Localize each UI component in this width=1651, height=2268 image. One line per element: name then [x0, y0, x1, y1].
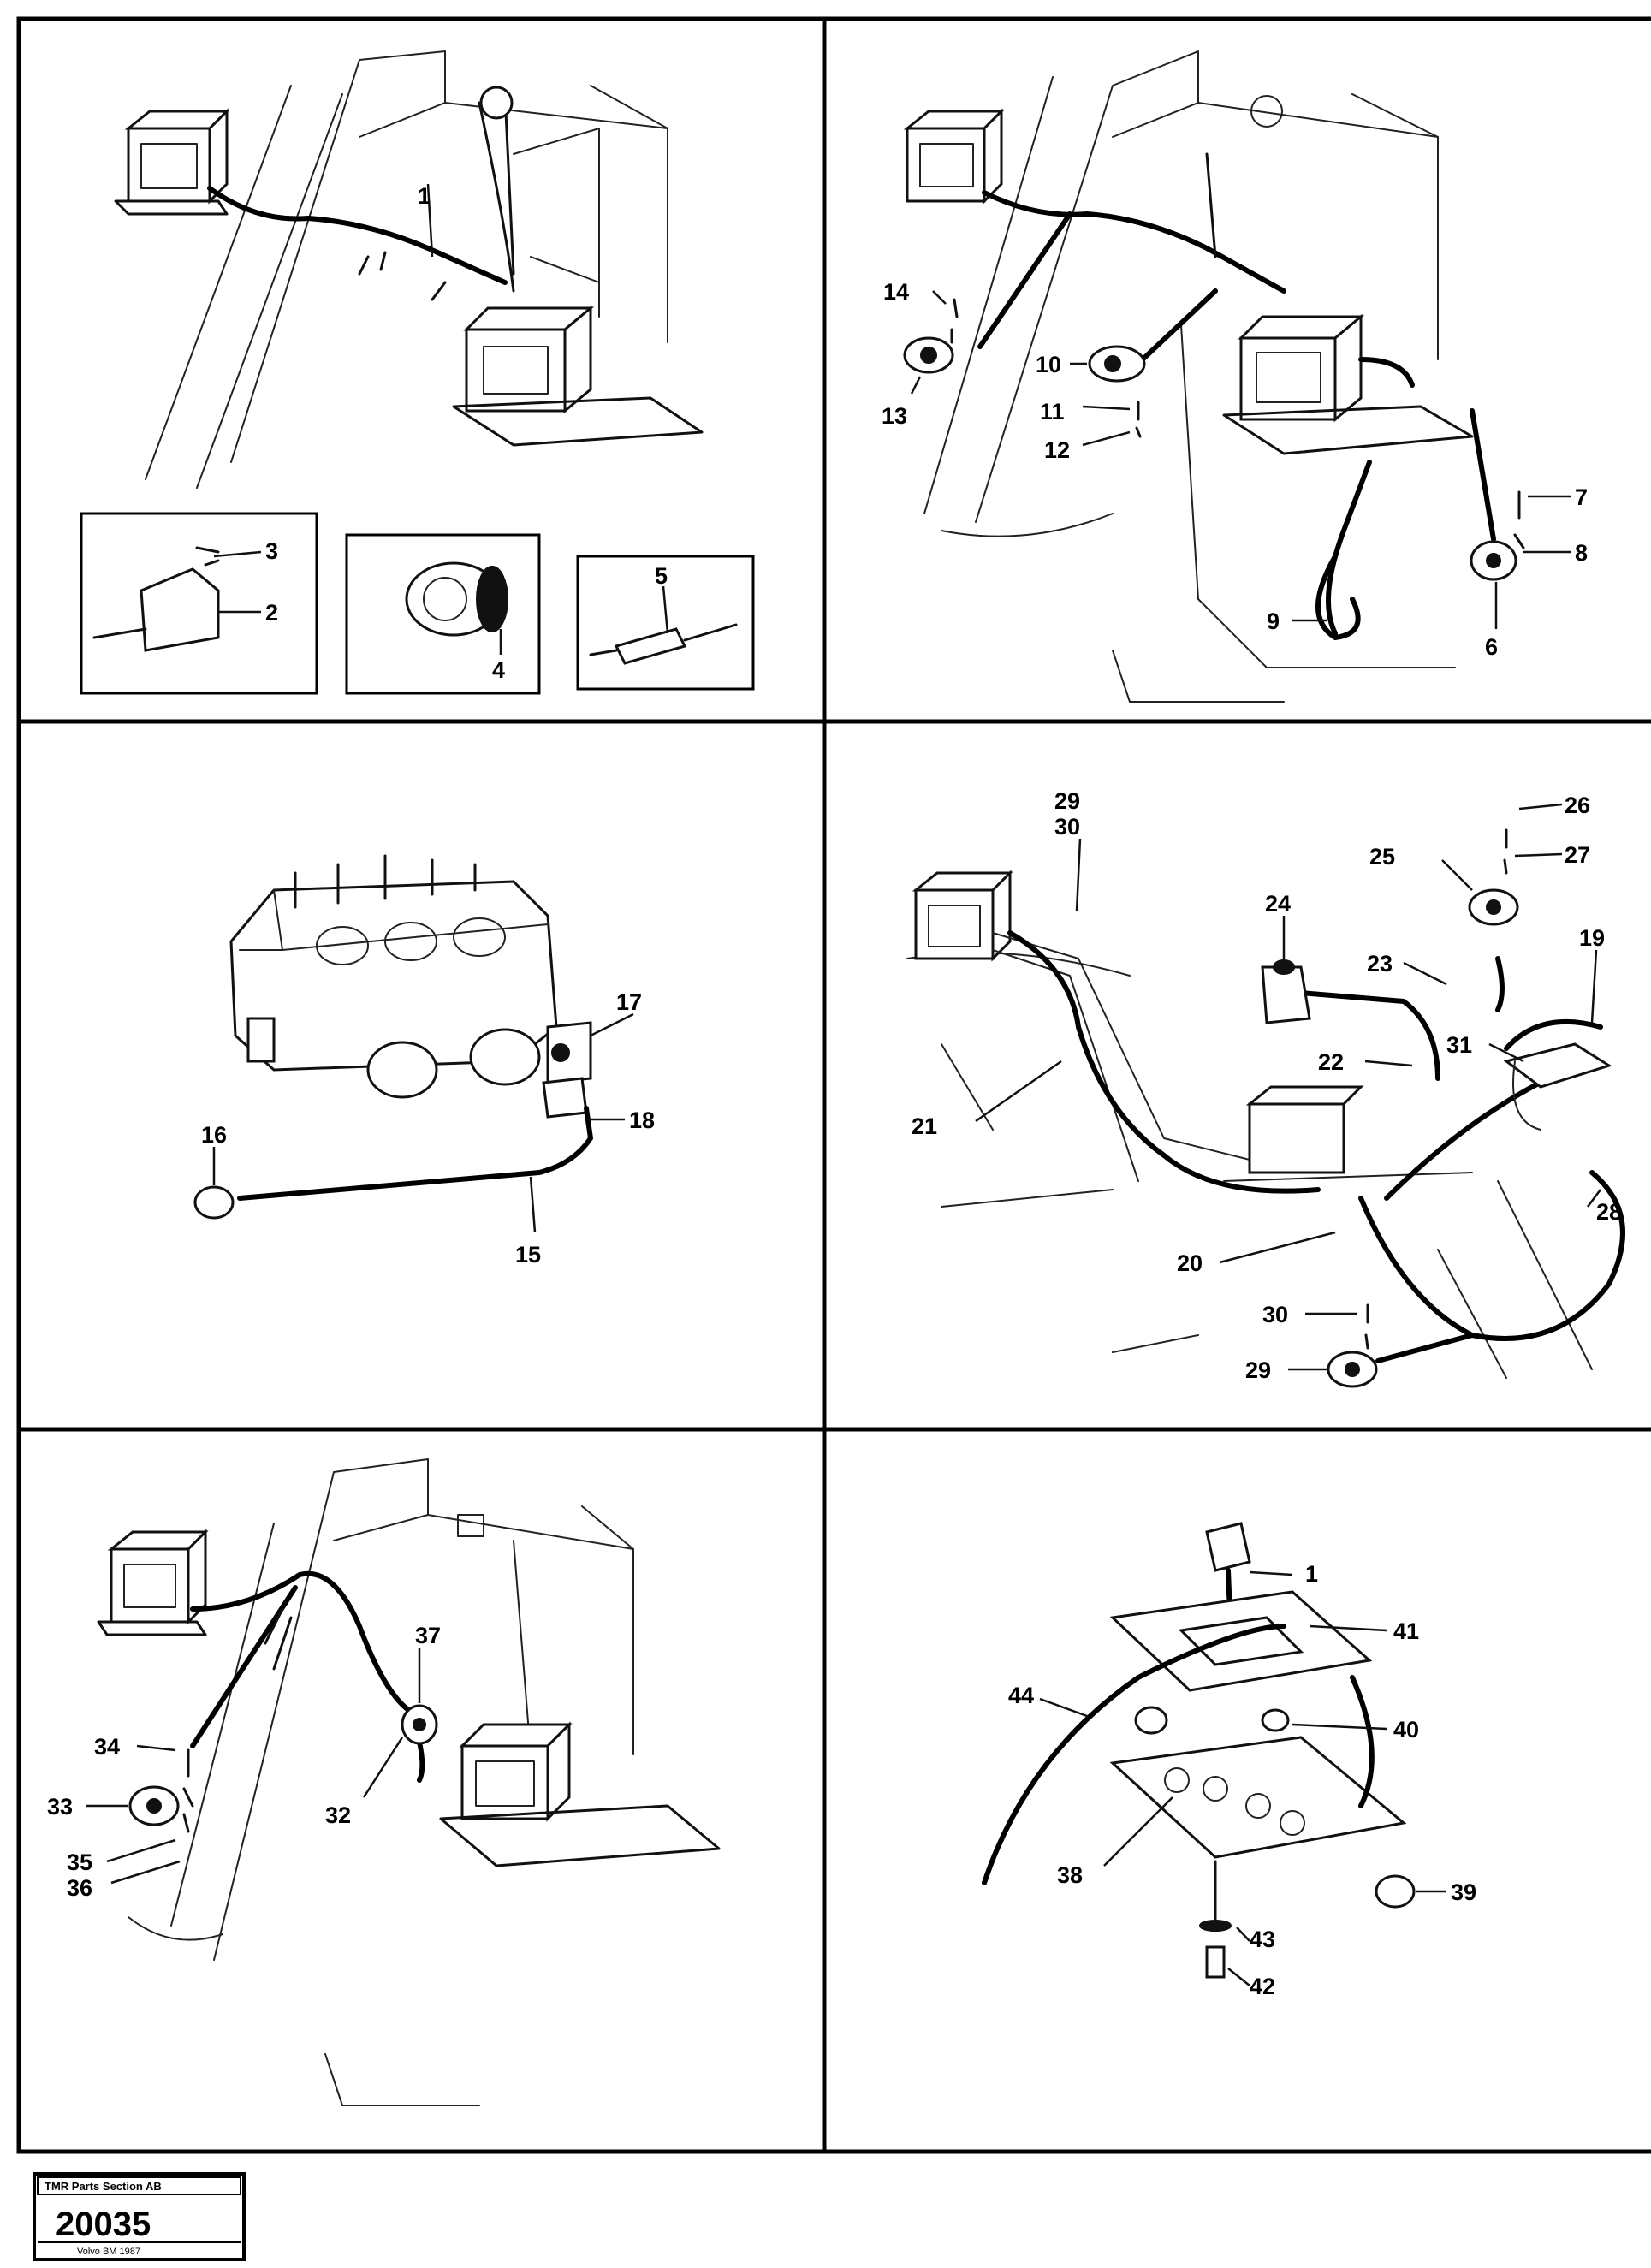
- callout-20: 20: [1177, 1250, 1203, 1276]
- callout-31: 31: [1446, 1032, 1472, 1058]
- stamp-footer: Volvo BM 1987: [77, 2247, 140, 2257]
- callout-26: 26: [1565, 793, 1590, 818]
- callout-36: 36: [67, 1875, 92, 1901]
- callout-12: 12: [1044, 437, 1070, 463]
- lamp-right: [1222, 313, 1474, 455]
- callout-4: 4: [492, 657, 505, 683]
- mount-bracket: [992, 932, 1473, 1182]
- callout-43: 43: [1250, 1927, 1275, 1952]
- coupling-24: [1261, 959, 1311, 1024]
- cab-outline: [145, 50, 668, 489]
- inset-fuse: 5: [576, 555, 755, 691]
- bolt-42-43: [1199, 1860, 1232, 1979]
- callout-30b: 30: [1262, 1302, 1288, 1327]
- callout-13: 13: [882, 403, 907, 429]
- stamp-number: 20035: [56, 2206, 151, 2243]
- callout-8: 8: [1575, 540, 1588, 566]
- panel-5: 37 34 32 33 35 36: [47, 1458, 721, 2106]
- panel-frame: [16, 16, 1651, 2154]
- lamp-left: [912, 870, 1013, 962]
- cab-outline: [923, 50, 1456, 703]
- bracket-plate: [1109, 1736, 1407, 1859]
- panel-3: 17 18 16 15: [193, 854, 655, 1268]
- callout-30a: 30: [1054, 814, 1080, 840]
- callout-25: 25: [1369, 844, 1395, 870]
- panel-4: 29 30 26 25 27 24 23 19 22 31 21 28 20 3…: [906, 788, 1625, 1388]
- callout-1: 1: [418, 183, 431, 209]
- callout-5: 5: [655, 563, 668, 589]
- frame-outline: [906, 952, 1593, 1379]
- panel-2: 14 13 10 11 12 7 8 9 6: [882, 50, 1588, 703]
- callout-19: 19: [1579, 925, 1605, 951]
- callout-41: 41: [1393, 1618, 1419, 1644]
- callout-38: 38: [1057, 1862, 1083, 1888]
- inset-lamp: 4: [345, 533, 541, 695]
- wire-harness: [207, 86, 515, 301]
- callout-17: 17: [616, 989, 642, 1015]
- callout-34: 34: [94, 1734, 120, 1760]
- callout-2: 2: [265, 600, 278, 626]
- callout-40: 40: [1393, 1717, 1419, 1743]
- callout-3: 3: [265, 538, 278, 564]
- callout-p6-1: 1: [1305, 1561, 1318, 1587]
- panel-6: 1 41 44 40 38 39 43 42: [982, 1522, 1476, 1999]
- callout-32: 32: [325, 1802, 351, 1828]
- callout-42: 42: [1250, 1974, 1275, 1999]
- switch-6: [1470, 490, 1525, 581]
- connector-37: [401, 1704, 438, 1745]
- callout-23: 23: [1367, 951, 1393, 977]
- lamp-left: [903, 108, 1005, 205]
- callout-21: 21: [912, 1113, 937, 1139]
- cable: [982, 1624, 1375, 1885]
- callout-14: 14: [883, 279, 909, 305]
- callout-29b: 29: [1245, 1357, 1271, 1383]
- callout-22: 22: [1318, 1049, 1344, 1075]
- callout-18: 18: [629, 1107, 655, 1133]
- grommet-40: [1134, 1706, 1290, 1735]
- callout-37: 37: [415, 1623, 441, 1648]
- callout-35: 35: [67, 1849, 92, 1875]
- switch-25-top: [1468, 828, 1519, 926]
- wire-harness: [190, 1570, 425, 1783]
- callout-28: 28: [1596, 1199, 1622, 1225]
- panel-1: 1 2 3 4 5: [80, 50, 755, 695]
- pressure-switch: [542, 1021, 592, 1119]
- callout-7: 7: [1575, 484, 1588, 510]
- callout-24: 24: [1265, 891, 1291, 917]
- switch-13: [903, 298, 959, 374]
- drawing-stamp: TMR Parts Section AB 20035 Volvo BM 1987: [33, 2172, 246, 2261]
- inset-switch: 2 3: [80, 512, 318, 695]
- switch-33: [128, 1748, 194, 1833]
- stamp-header: TMR Parts Section AB: [45, 2180, 162, 2193]
- callout-44: 44: [1008, 1683, 1034, 1708]
- callout-16: 16: [201, 1122, 227, 1148]
- callout-11: 11: [1040, 399, 1065, 425]
- callout-9: 9: [1267, 609, 1280, 634]
- callout-29a: 29: [1054, 788, 1080, 814]
- callout-15: 15: [515, 1242, 541, 1268]
- callout-10: 10: [1036, 352, 1061, 377]
- wire-harness: [977, 152, 1496, 640]
- callout-33: 33: [47, 1794, 73, 1820]
- switch-29-bottom: [1327, 1303, 1378, 1388]
- valve-block: [229, 854, 558, 1099]
- switch-39: [1375, 1874, 1416, 1909]
- fuse-31: [1503, 1018, 1612, 1131]
- lamp-left: [114, 108, 230, 216]
- switch-10: [1088, 345, 1146, 438]
- lamp-right: [439, 1721, 721, 1867]
- callout-6: 6: [1485, 634, 1498, 660]
- lamp-left: [97, 1529, 209, 1636]
- callout-27: 27: [1565, 842, 1590, 868]
- cab-outline: [128, 1458, 634, 2106]
- lamp-right: [452, 305, 704, 447]
- gasket-41: [1109, 1590, 1373, 1692]
- callout-39: 39: [1451, 1879, 1476, 1905]
